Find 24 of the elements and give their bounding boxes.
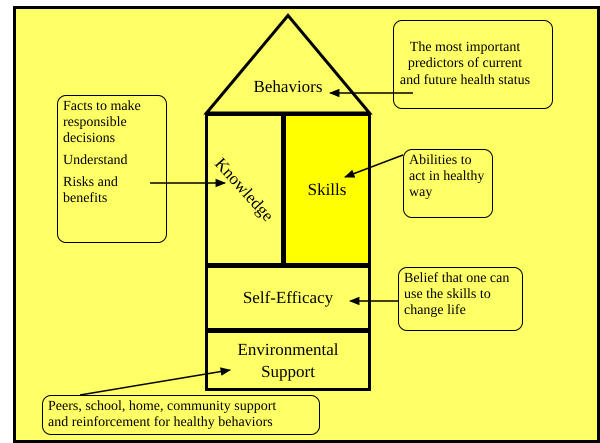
pillar-box [283,113,371,266]
callout-text: Peers, school, home, community support and reinforcement for healthy behaviors [48,399,278,432]
callout-box [42,395,320,435]
label-text: Environmental Support [236,339,340,382]
callout-text: Facts to make responsible decisions [63,99,142,148]
callout-box [398,267,523,331]
callout-text: Risks and benefits [63,175,119,208]
callout-text: Abilities to act in healthy way [409,153,486,202]
arrow [344,154,404,178]
label-text: Skills [308,178,346,200]
arrow [328,88,413,98]
arrow [80,367,232,396]
callout-box [393,20,553,109]
arrow [150,178,226,188]
foundation-box [205,265,371,331]
arrow [348,296,398,306]
callout-text: Belief that one can use the skills to change life [404,271,510,320]
callout-text: The most important predictors of current and future health status [399,40,531,89]
callout-text: Understand [63,153,129,170]
label-text: Behaviors [252,76,324,98]
callout-box [57,95,167,243]
label-text: Self-Efficacy [242,287,334,309]
callout-box [403,149,493,218]
foundation-box [205,330,371,391]
